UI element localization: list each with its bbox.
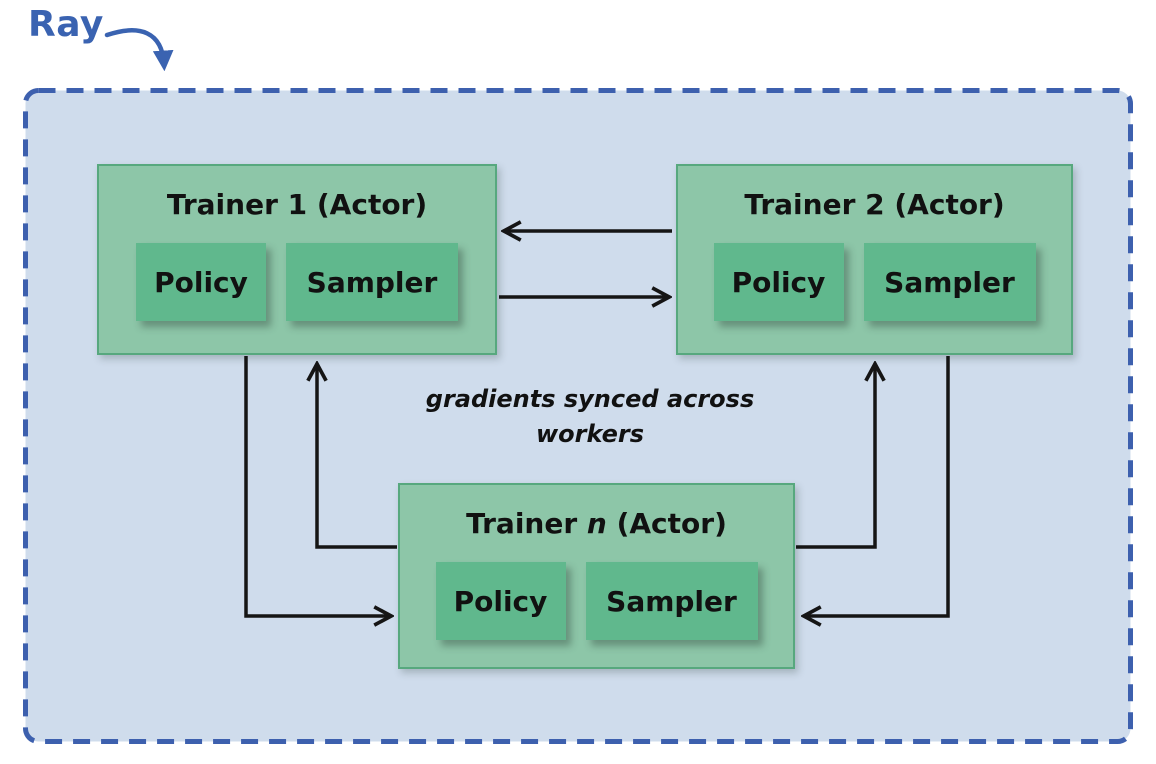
trainer-n-components: Policy Sampler bbox=[435, 562, 758, 640]
trainer-1-title-prefix: Trainer bbox=[166, 188, 288, 221]
ray-label: Ray bbox=[28, 4, 104, 45]
trainer-n-title-suffix: (Actor) bbox=[606, 507, 727, 540]
trainer-2-title-prefix: Trainer bbox=[744, 188, 866, 221]
trainer-1-components: Policy Sampler bbox=[136, 243, 458, 321]
trainer-1-policy-box: Policy bbox=[136, 243, 266, 321]
trainer-2-sampler-box: Sampler bbox=[863, 243, 1036, 321]
trainer-2-components: Policy Sampler bbox=[713, 243, 1036, 321]
trainer-n-title-name: n bbox=[586, 507, 607, 540]
trainer-2-title-suffix: (Actor) bbox=[884, 188, 1005, 221]
trainer-1-box: Trainer 1 (Actor) Policy Sampler bbox=[97, 164, 497, 355]
trainer-1-sampler-box: Sampler bbox=[286, 243, 458, 321]
trainer-n-title-prefix: Trainer bbox=[466, 507, 587, 540]
ray-pointer-arrow-icon bbox=[104, 28, 174, 72]
trainer-n-policy-box: Policy bbox=[435, 562, 566, 640]
trainer-1-title-suffix: (Actor) bbox=[307, 188, 428, 221]
gradients-sync-annotation: gradients synced across workers bbox=[390, 382, 790, 452]
trainer-2-title-name: 2 bbox=[865, 188, 885, 221]
trainer-n-title: Trainer n (Actor) bbox=[466, 507, 727, 540]
annotation-line-1: gradients synced across bbox=[425, 385, 755, 413]
trainer-n-box: Trainer n (Actor) Policy Sampler bbox=[398, 483, 795, 669]
trainer-n-sampler-box: Sampler bbox=[585, 562, 758, 640]
annotation-line-2: workers bbox=[536, 420, 644, 448]
trainer-2-policy-box: Policy bbox=[713, 243, 844, 321]
trainer-1-title-name: 1 bbox=[287, 188, 308, 221]
trainer-2-box: Trainer 2 (Actor) Policy Sampler bbox=[676, 164, 1073, 355]
trainer-1-title: Trainer 1 (Actor) bbox=[167, 188, 427, 221]
trainer-2-title: Trainer 2 (Actor) bbox=[744, 188, 1004, 221]
